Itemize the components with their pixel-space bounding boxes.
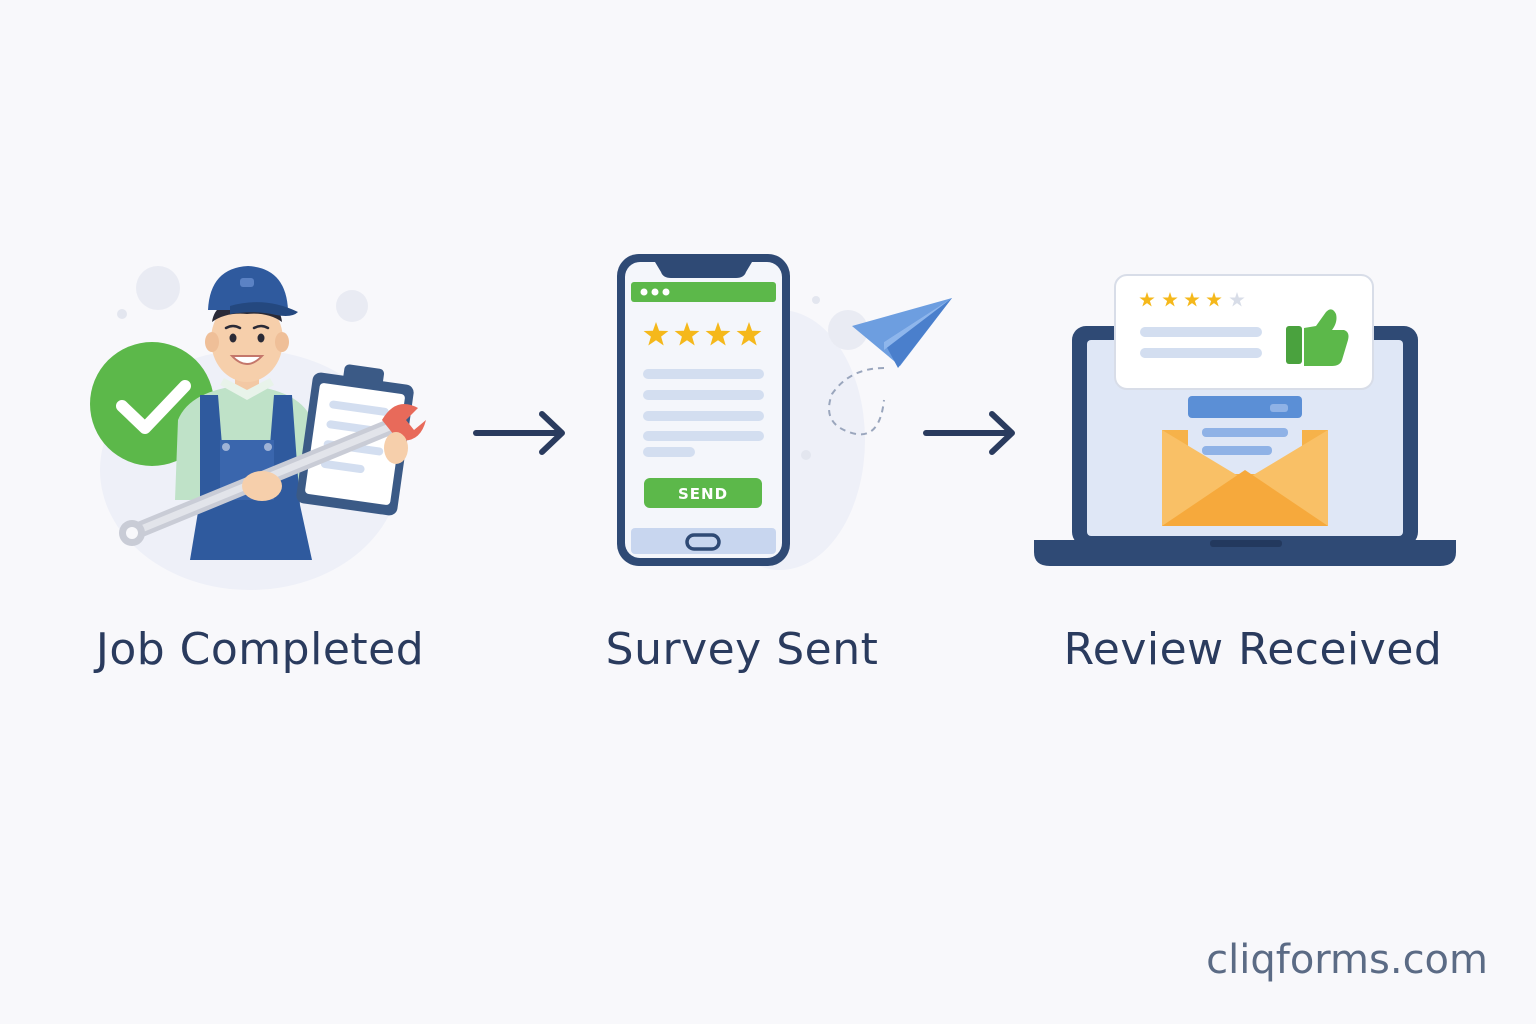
step-label-job-completed: Job Completed [95, 624, 425, 675]
star-icon [1229, 292, 1245, 307]
star-icon [705, 322, 731, 346]
star-icon [674, 322, 700, 346]
arrow-right-icon [923, 411, 1015, 455]
send-button[interactable]: SEND [644, 478, 762, 508]
paper-plane-icon [828, 298, 952, 436]
star-icon [1184, 292, 1200, 307]
thumbs-up-icon [1286, 309, 1349, 366]
step-label-review-received: Review Received [1063, 624, 1443, 675]
arrow-right-icon [473, 411, 565, 455]
star-icon [1162, 292, 1178, 307]
review-stars [1139, 292, 1245, 307]
technician-icon [90, 266, 426, 590]
envelope-icon [1162, 396, 1328, 526]
star-icon [736, 322, 762, 346]
send-button-label: SEND [678, 485, 728, 503]
review-card [1114, 274, 1374, 390]
phone-survey-icon: SEND [617, 254, 868, 570]
survey-stars [643, 322, 762, 346]
star-icon [1139, 292, 1155, 307]
step-label-survey-sent: Survey Sent [605, 624, 879, 675]
star-icon [643, 322, 669, 346]
brand-watermark[interactable]: cliqforms.com [1206, 937, 1488, 983]
laptop-review-icon [1034, 274, 1456, 566]
star-icon [1206, 292, 1222, 307]
